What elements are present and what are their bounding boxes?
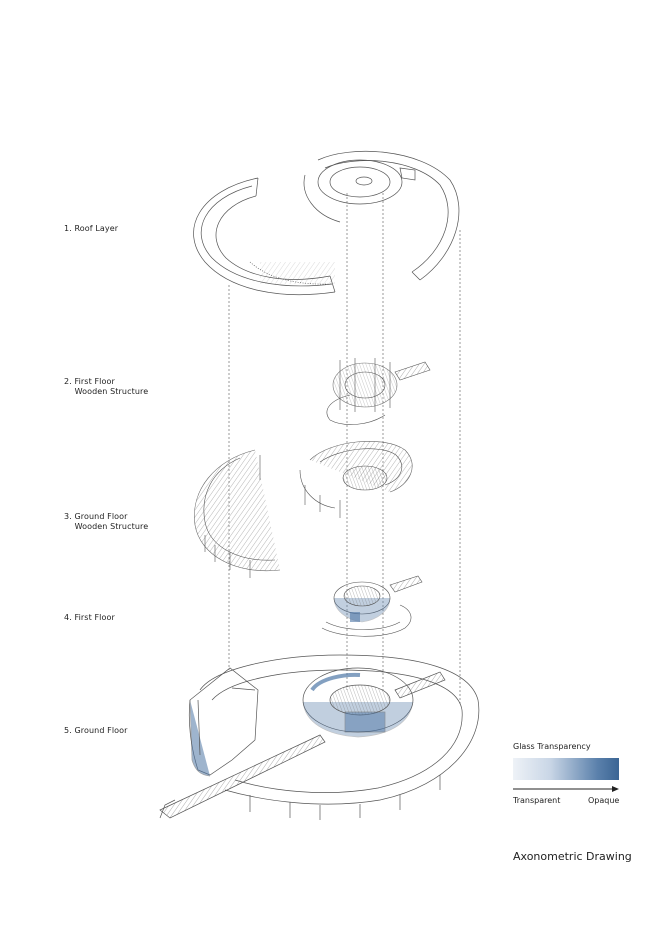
layer-label-roof: 1. Roof Layer xyxy=(64,224,119,233)
layer-label-ground-floor-wood: 3. Ground Floor Wooden Structure xyxy=(64,512,149,531)
drawing-caption: Axonometric Drawing xyxy=(513,850,632,863)
ground-floor xyxy=(159,654,480,820)
layer-label-ground-floor: 5. Ground Floor xyxy=(64,726,128,735)
legend-title: Glass Transparency xyxy=(513,742,591,751)
layer-label-first-floor-wood: 2. First Floor Wooden Structure xyxy=(64,377,149,396)
glass-transparency-gradient xyxy=(513,758,619,780)
legend-opaque-label: Opaque xyxy=(588,796,620,805)
layer-label-first-floor: 4. First Floor xyxy=(64,613,115,622)
arrow-right-icon xyxy=(513,786,619,792)
legend-transparent-label: Transparent xyxy=(513,796,561,805)
roof-layer xyxy=(193,150,460,296)
first-floor xyxy=(321,575,423,637)
ground-floor-wooden-structure xyxy=(194,441,413,578)
first-floor-wooden-structure xyxy=(326,358,431,425)
